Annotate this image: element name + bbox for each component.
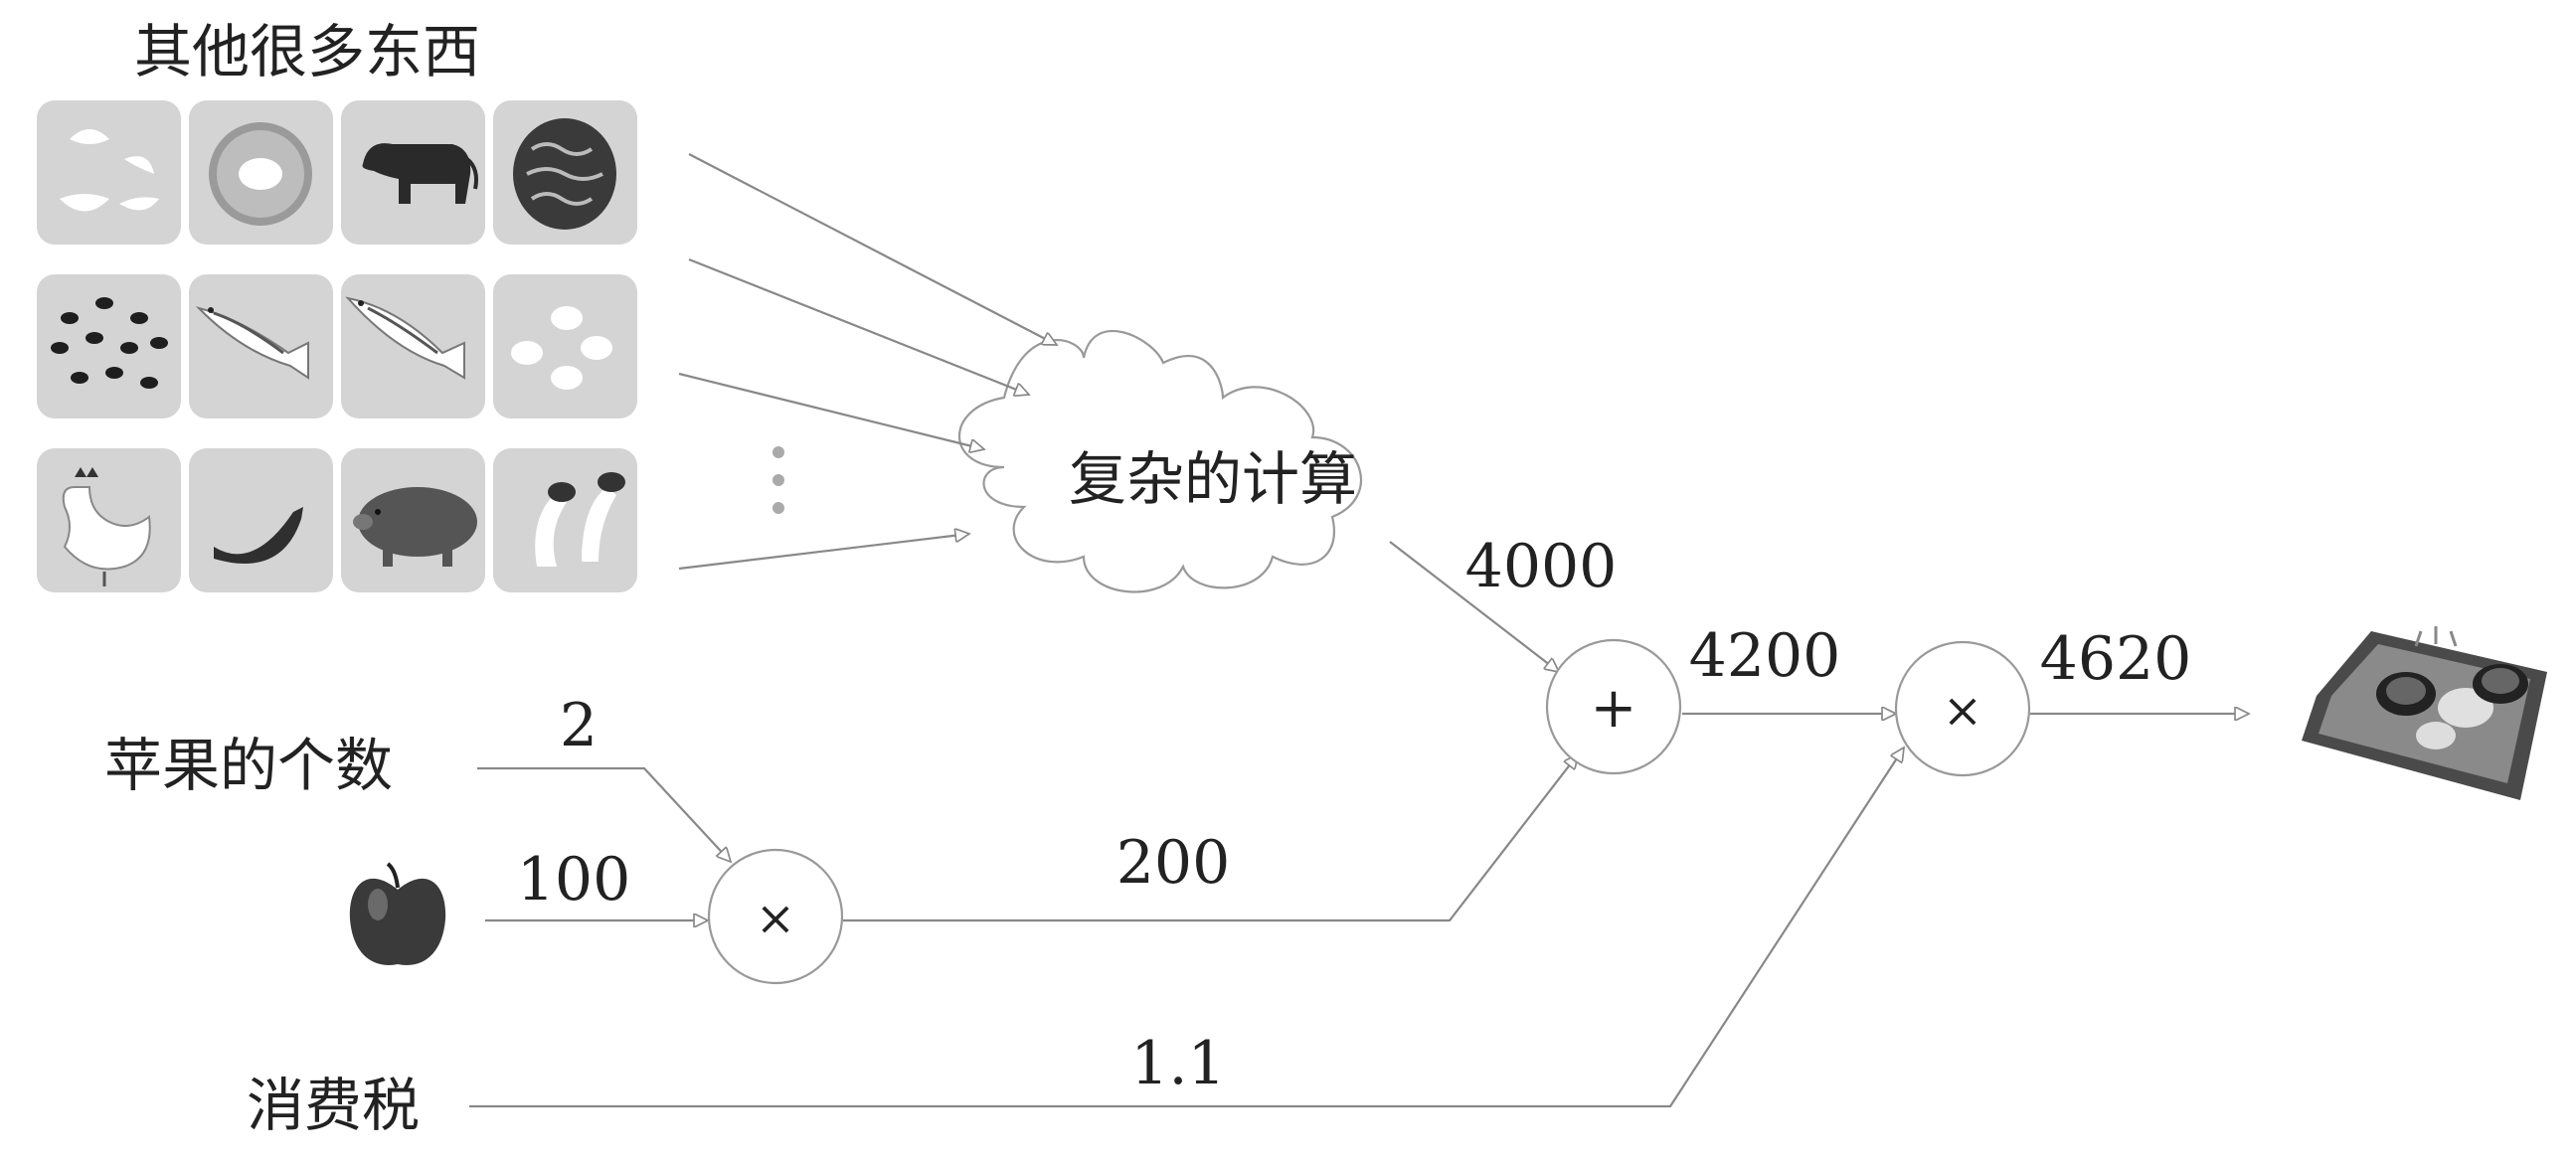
multiply-node-tax: × [1894, 640, 2031, 777]
add-node: + [1545, 638, 1682, 775]
chicken-icon [37, 448, 181, 592]
multiply-operator: × [756, 891, 795, 946]
multiply-operator: × [1943, 683, 1982, 739]
final-total-value: 4620 [2040, 624, 2192, 694]
fish-icon [189, 274, 333, 418]
kiwi-slice-icon [189, 100, 333, 245]
vertical-ellipsis-icon [773, 446, 784, 514]
item-grid [37, 100, 637, 592]
item-to-calc-edges [678, 153, 1057, 571]
pig-icon [341, 448, 485, 592]
add-operator: + [1591, 676, 1637, 741]
fish-icon [341, 274, 485, 418]
complex-calc-cloud: 复杂的计算 [957, 329, 1363, 593]
tax-label: 消费税 [247, 1072, 420, 1139]
apple-count-value: 2 [560, 691, 598, 760]
apple-icon [349, 862, 446, 965]
complex-calc-label: 复杂的计算 [1069, 445, 1357, 513]
walnut-icon [493, 100, 637, 245]
other-items-label: 其他很多东西 [134, 18, 480, 85]
beans-icon [37, 274, 181, 418]
other-total-value: 4000 [1465, 532, 1618, 601]
apple-count-label: 苹果的个数 [104, 732, 393, 799]
mushroom-icon [493, 448, 637, 592]
multiply-node-apple: × [707, 848, 844, 985]
apple-total-value: 200 [1116, 828, 1231, 898]
coin-tray-icon [2302, 626, 2547, 800]
subtotal-value: 4200 [1689, 621, 1841, 691]
tax-rate-value: 1.1 [1130, 1029, 1225, 1098]
cashew-icon [37, 100, 181, 245]
apple-price-value: 100 [517, 845, 631, 915]
white-beans-icon [493, 274, 637, 418]
cow-icon [341, 100, 485, 245]
banana-icon [189, 448, 333, 592]
